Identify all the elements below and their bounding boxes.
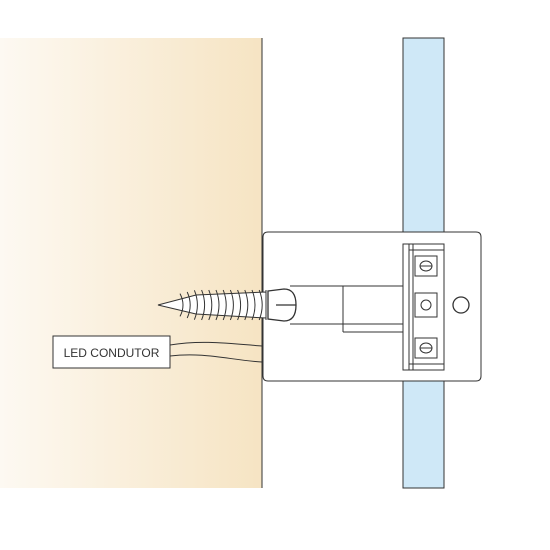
screw-thread bbox=[222, 289, 227, 321]
wall bbox=[0, 38, 262, 488]
screw-channel bbox=[290, 285, 403, 333]
contact-terminal-middle bbox=[414, 292, 438, 318]
screw-thread bbox=[237, 289, 242, 321]
led-conductor-wire-bottom bbox=[169, 354, 263, 363]
screw-thread bbox=[186, 291, 191, 319]
led-conductor-wire-top bbox=[169, 341, 263, 347]
glass-panel-lower bbox=[402, 369, 445, 489]
screw-thread bbox=[208, 289, 213, 321]
contact-terminal-top bbox=[414, 255, 438, 277]
screw-thread bbox=[244, 289, 249, 321]
mounting-hole bbox=[452, 296, 470, 314]
screw-thread bbox=[229, 289, 234, 321]
led-conductor-label: LED CONDUTOR bbox=[64, 346, 160, 360]
screw-thread bbox=[179, 293, 184, 317]
glass-panel-upper bbox=[402, 37, 445, 245]
screw-thread bbox=[251, 289, 256, 321]
screw-thread bbox=[193, 290, 198, 320]
screw-thread bbox=[201, 289, 206, 321]
contact-terminal-bottom bbox=[414, 337, 438, 359]
screw-thread bbox=[258, 289, 263, 321]
screw-thread bbox=[215, 289, 220, 321]
screw bbox=[157, 288, 297, 322]
led-conductor-label-box bbox=[52, 335, 171, 369]
